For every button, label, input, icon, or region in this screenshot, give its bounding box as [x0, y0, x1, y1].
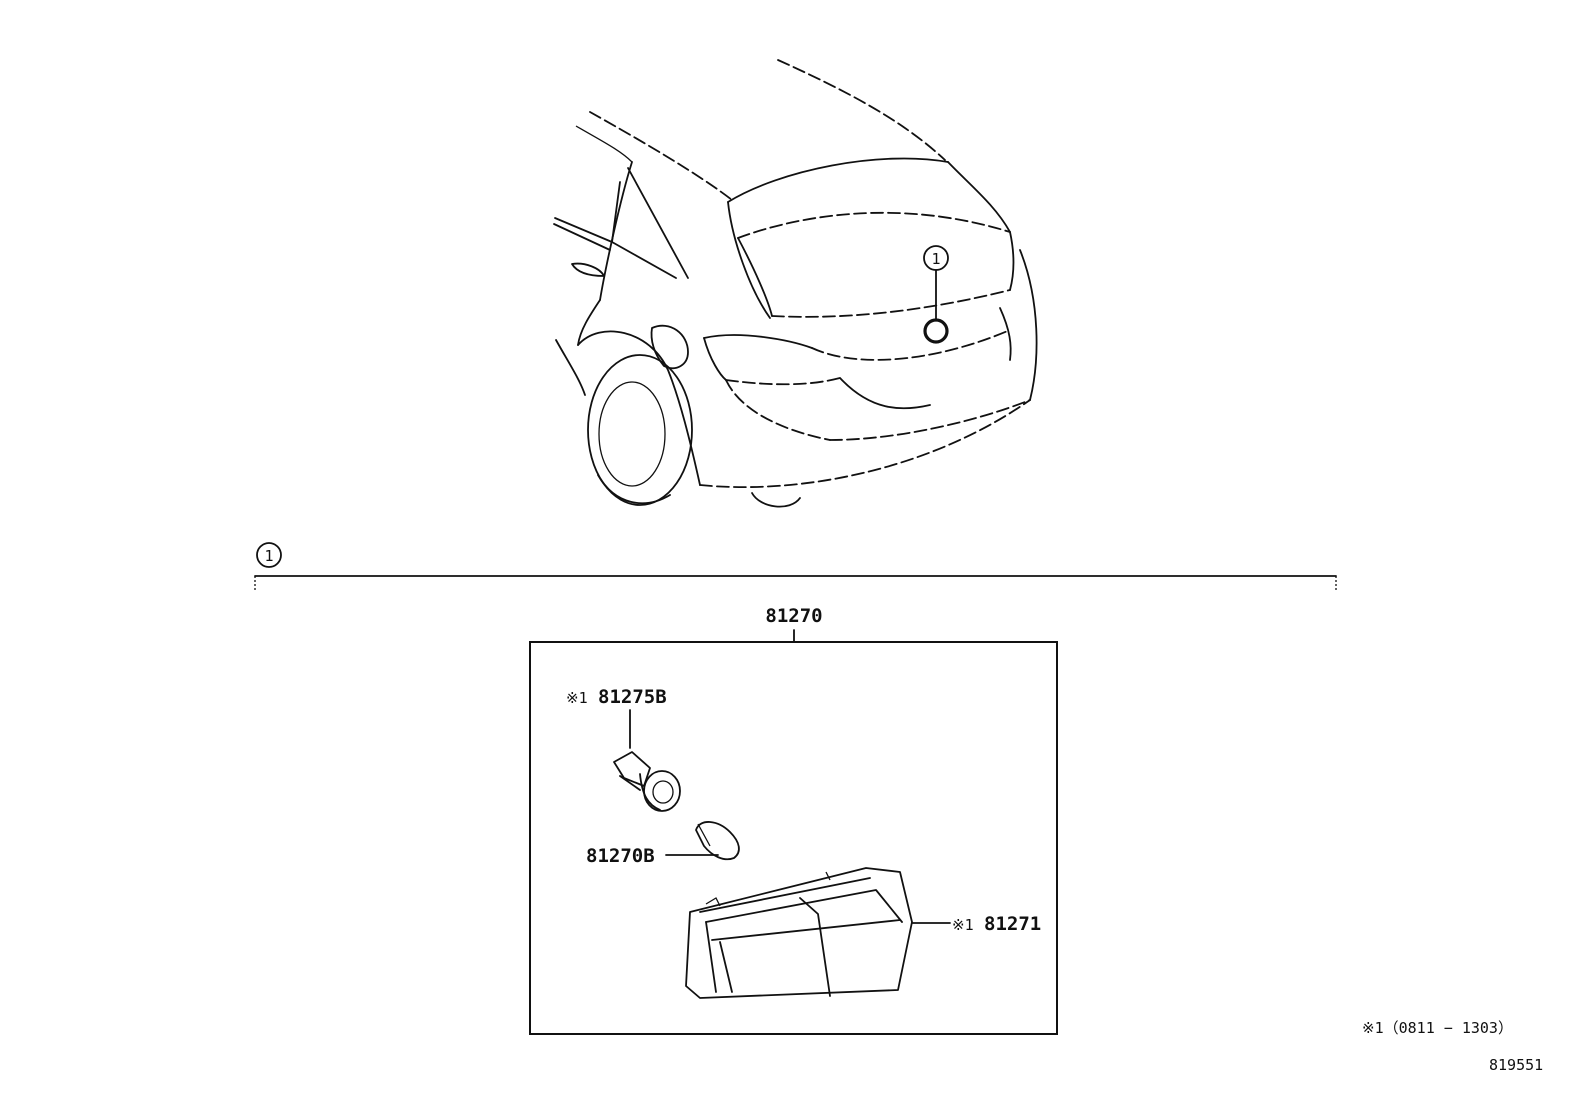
socket-note-mark: ※1 — [566, 689, 588, 707]
assembly-box — [529, 641, 1058, 1035]
lens-part-number[interactable]: 81271 — [984, 913, 1041, 935]
part-lens: ※1 81271 — [685, 867, 1041, 999]
lens-icon — [685, 867, 913, 999]
group-number: 1 — [264, 547, 273, 565]
callout-number: 1 — [931, 250, 940, 268]
assembly-part-number[interactable]: 81270 — [765, 605, 822, 627]
assembly-81270: 81270 — [529, 605, 1058, 1035]
bulb-icon — [695, 821, 740, 861]
part-socket: ※1 81275B — [566, 686, 681, 812]
part-bulb: 81270B — [586, 821, 740, 867]
vehicle-rear-illustration: 1 — [553, 59, 1038, 508]
group-bracket: 1 — [254, 542, 1337, 592]
socket-icon — [613, 751, 681, 812]
diagram-id: 819551 — [1489, 1056, 1543, 1074]
bulb-part-number[interactable]: 81270B — [586, 845, 655, 867]
socket-part-number[interactable]: 81275B — [598, 686, 667, 708]
lens-note-mark: ※1 — [952, 916, 974, 934]
mount-location-marker — [923, 318, 949, 344]
footnote-applicability: ※1（0811 − 1303） — [1362, 1019, 1513, 1037]
